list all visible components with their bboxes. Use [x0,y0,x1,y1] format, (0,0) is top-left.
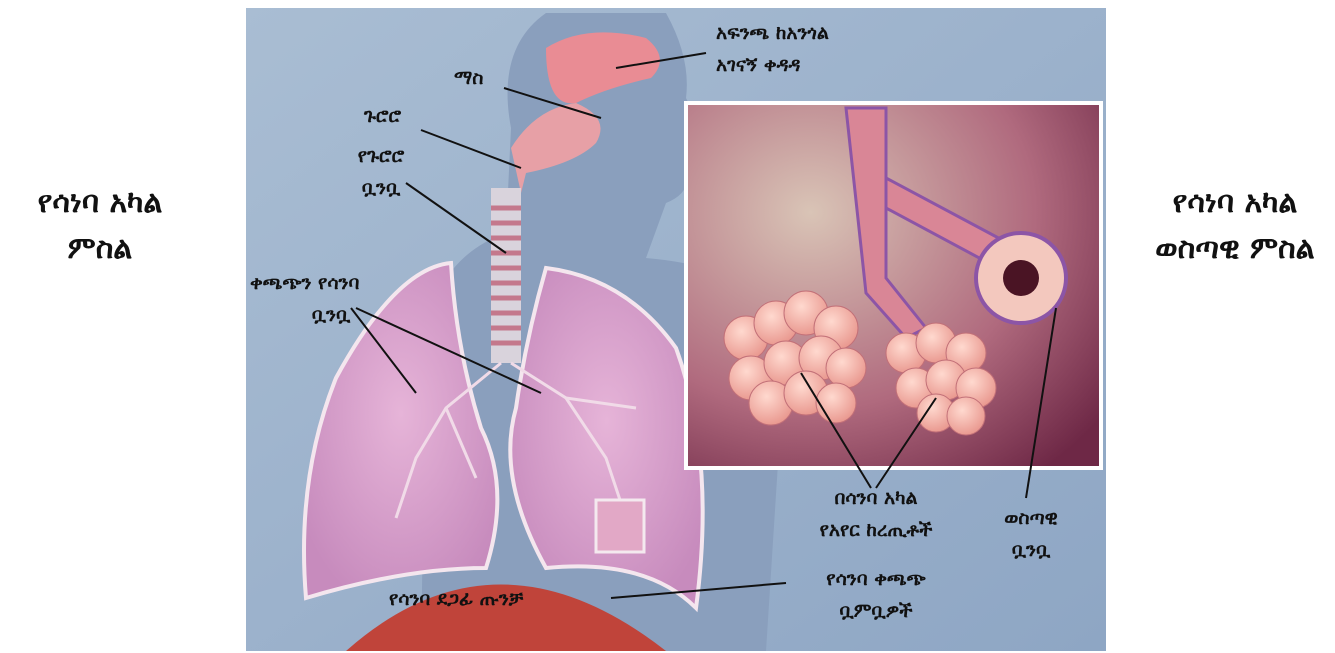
label-throat: ጉሮሮ [364,101,401,131]
label-inner-line1: ወስጣዊ [981,503,1081,533]
right-title: የሳነባ አካል ወስጣዊ ምስል [1135,180,1335,272]
label-nose: ማስ [454,63,483,93]
label-bronchi-line1: ቀጫጭን የሳንባ [250,268,359,298]
label-bronchioles-line1: የሳንባ ቀጫጭ [796,564,956,594]
label-bronchioles-line2: ቧምቧዎች [796,596,956,626]
label-alveoli-line1: በሳንባ አካል [786,483,966,513]
label-nasal-line2: አገናኝ ቀዳዳ [716,50,800,80]
left-title: የሳነባ አካል ምስል [0,180,200,272]
bronchus-lumen [1003,260,1039,296]
label-diaphragm: የሳንባ ደጋፊ ጡንቻ [389,584,523,614]
label-alveoli-line2: የአየር ከረጢቶች [786,515,966,545]
zoom-box [596,500,644,552]
right-title-line1: የሳነባ አካል [1135,180,1335,226]
trachea [491,188,521,363]
label-bronchi-line2: ቧንቧ [286,300,376,330]
label-trachea-line2: ቧንቧ [336,173,426,203]
left-title-line1: የሳነባ አካል [0,180,200,226]
right-title-line2: ወስጣዊ ምስል [1135,226,1335,272]
label-inner-line2: ቧንቧ [981,535,1081,565]
label-nasal-line1: አፍንጫ ከአንጎል [716,18,829,48]
label-trachea-line1: የጉሮሮ [336,141,426,171]
left-title-line2: ምስል [0,226,200,272]
respiratory-illustration: አፍንጫ ከአንጎል አገናኝ ቀዳዳ ማስ ጉሮሮ የጉሮሮ ቧንቧ ቀጫጭን… [246,8,1106,651]
